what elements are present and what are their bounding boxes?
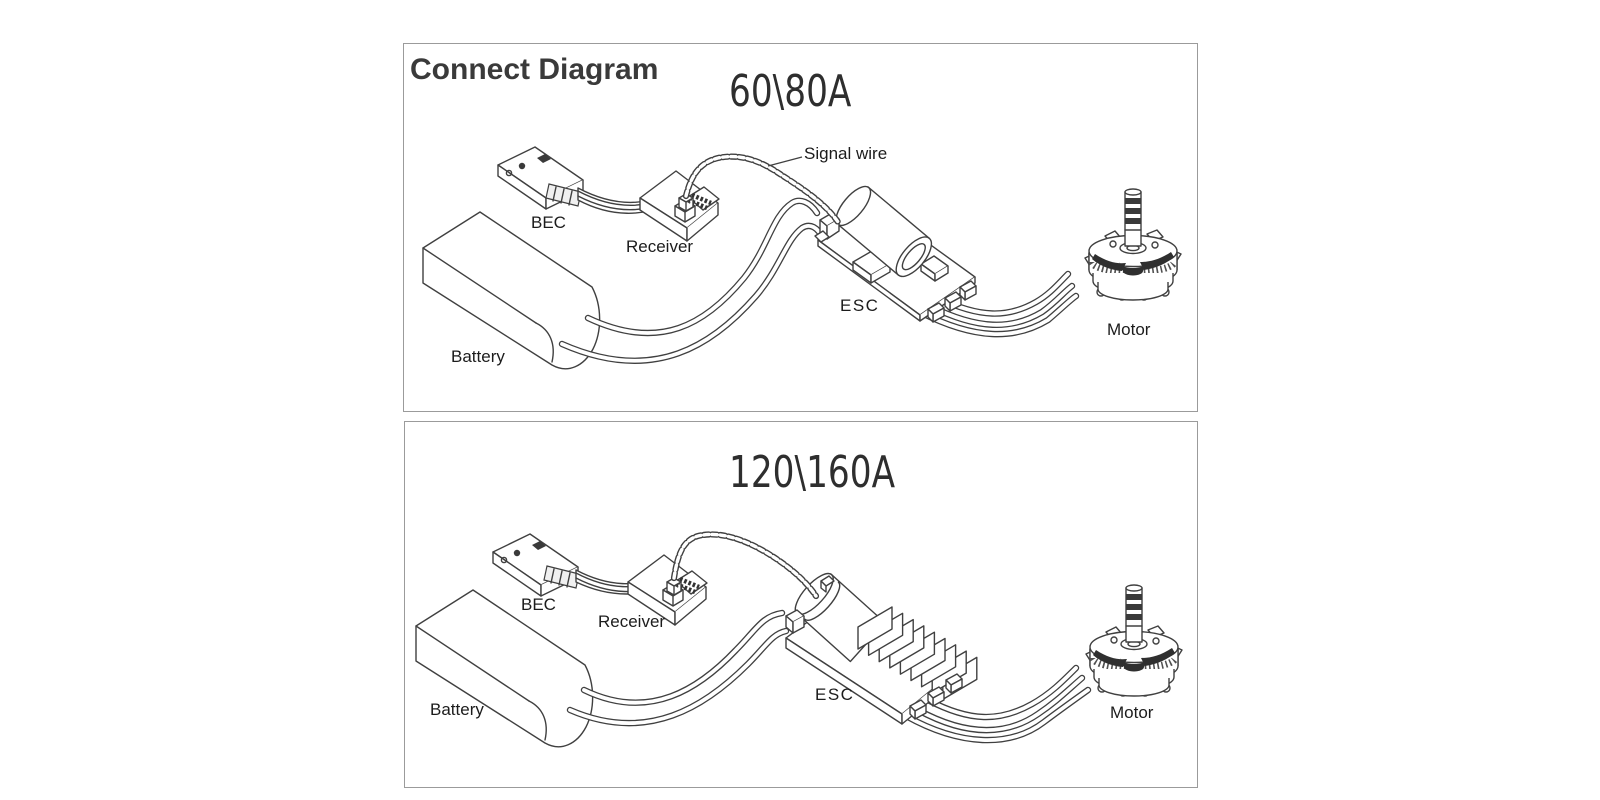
bec-illustration [492, 533, 579, 597]
page-title: Connect Diagram [410, 53, 659, 86]
motor-illustration [1085, 189, 1181, 300]
battery-wires [558, 197, 827, 364]
signal-wire [682, 153, 842, 226]
motor-label: Motor [1110, 703, 1154, 722]
signal-wire-leader-line [767, 156, 803, 167]
bec-label: BEC [531, 213, 566, 232]
esc-60-80a-illustration [814, 185, 977, 323]
motor-illustration [1086, 585, 1182, 696]
panel-title-120-160a: 120\160A [729, 447, 896, 498]
bec-label: BEC [521, 595, 556, 614]
motor-wires [916, 270, 1080, 338]
motor-wires [902, 664, 1092, 744]
battery-illustration [415, 589, 594, 748]
panel-title-60-80a: 60\80A [729, 66, 852, 117]
battery-wires [566, 609, 790, 727]
receiver-label: Receiver [626, 237, 694, 256]
diagram-120-160a [415, 531, 1182, 748]
diagram-60-80a [422, 146, 1181, 370]
esc-label: ESC [840, 296, 880, 315]
esc-label: ESC [815, 685, 855, 704]
motor-label: Motor [1107, 320, 1151, 339]
signal-wire [670, 531, 820, 600]
signal-wire-label: Signal wire [804, 144, 888, 163]
battery-label: Battery [430, 700, 484, 719]
receiver-label: Receiver [598, 612, 666, 631]
battery-label: Battery [451, 347, 505, 366]
receiver-illustration [640, 171, 719, 241]
